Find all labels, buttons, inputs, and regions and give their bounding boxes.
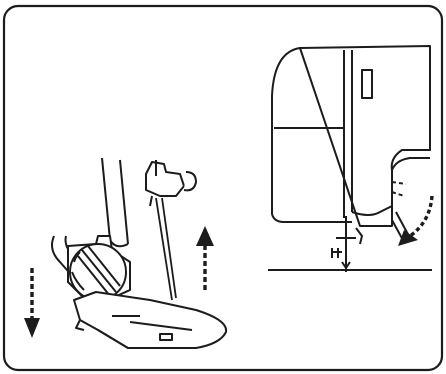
screw-dial [69, 243, 127, 301]
needle-clamp [145, 160, 197, 207]
arrow-down-icon [24, 268, 40, 338]
curved-arrow-icon [398, 195, 434, 246]
presser-foot-sole [73, 291, 228, 349]
machine-head [271, 45, 431, 243]
needle [155, 197, 177, 301]
arrow-up-icon [196, 226, 214, 290]
